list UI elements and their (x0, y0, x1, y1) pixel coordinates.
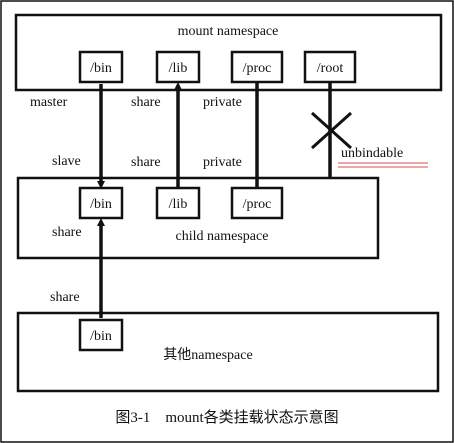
other-bin-box (78, 318, 124, 352)
mount-namespace-label: mount namespace (178, 24, 279, 39)
mount-lib-label: /lib (169, 61, 188, 76)
mount-namespace-box (14, 13, 443, 92)
other-bin-label: /bin (90, 329, 112, 344)
unbindable-label: unbindable (341, 146, 403, 161)
proc-private-label-bottom: private (203, 155, 242, 170)
proc-private-label-top: private (203, 95, 242, 110)
mount-bin-label: /bin (90, 61, 112, 76)
master-label: master (30, 95, 68, 110)
child-namespace-box (16, 176, 380, 260)
other-bin-share-label: share (50, 290, 80, 305)
unbindable-cross-stroke-2 (310, 111, 353, 150)
figure-caption: 图3-1 mount各类挂载状态示意图 (115, 408, 338, 426)
child-namespace-label: child namespace (176, 229, 269, 244)
lib-share-label-top: share (131, 95, 161, 110)
lib-share-label-bottom: share (131, 155, 161, 170)
mount-root-label: /root (317, 61, 344, 76)
mount-proc-label: /proc (243, 61, 272, 76)
slave-label: slave (52, 154, 81, 169)
other-namespace-box (16, 311, 440, 393)
child-proc-label: /proc (243, 197, 272, 212)
other-namespace-label: 其他namespace (163, 347, 252, 363)
child-lib-box (155, 186, 201, 220)
child-bin-label: /bin (90, 197, 112, 212)
child-bin-share-label: share (52, 225, 82, 240)
child-lib-label: /lib (169, 197, 188, 212)
mount-bin-box (78, 50, 124, 84)
